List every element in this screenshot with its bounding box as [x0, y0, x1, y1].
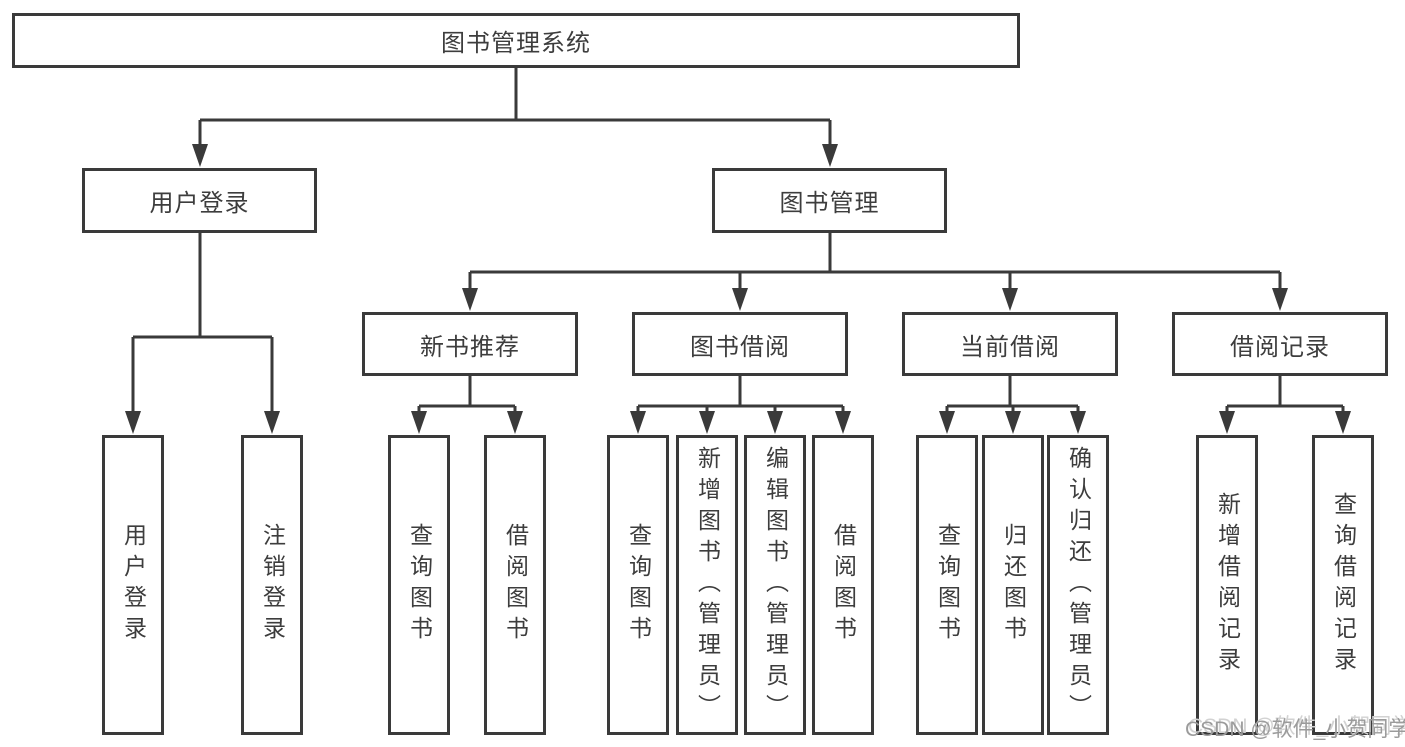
- node-label: 确认归还（管理员）: [1065, 445, 1092, 725]
- arrow-down-icon: [1070, 411, 1086, 434]
- leaf-add-borrow-record: 新增借阅记录: [1196, 435, 1258, 735]
- arrow-down-icon: [767, 411, 783, 434]
- node-user-login-branch: 用户登录: [82, 168, 317, 233]
- node-label: 查询图书: [625, 523, 652, 647]
- arrow-down-icon: [1335, 411, 1351, 434]
- connector-root: [198, 68, 832, 147]
- leaf-query-book-borrow: 查询图书: [607, 435, 669, 735]
- node-label: 查询图书: [406, 523, 433, 647]
- arrow-down-icon: [822, 144, 838, 167]
- node-label: 借阅图书: [502, 523, 529, 647]
- node-label: 归还图书: [1000, 523, 1027, 647]
- connector-book-borrow: [636, 376, 845, 414]
- leaf-query-borrow-record: 查询借阅记录: [1312, 435, 1374, 735]
- leaf-return-book: 归还图书: [982, 435, 1044, 735]
- node-label: 查询图书: [934, 523, 961, 647]
- leaf-borrow-book: 借阅图书: [812, 435, 874, 735]
- arrow-down-icon: [1005, 411, 1021, 434]
- arrow-down-icon: [264, 411, 280, 434]
- arrow-down-icon: [732, 288, 748, 311]
- arrow-down-icon: [1272, 288, 1288, 311]
- node-borrow-records: 借阅记录: [1172, 312, 1388, 376]
- connector-book-mgmt-branch: [468, 233, 1282, 291]
- connector-user-login-branch: [131, 233, 274, 414]
- node-book-borrow: 图书借阅: [632, 312, 848, 376]
- node-label: 图书借阅: [690, 333, 790, 361]
- connector-borrow-records: [1225, 376, 1345, 414]
- node-current-borrow: 当前借阅: [902, 312, 1118, 376]
- arrow-down-icon: [462, 288, 478, 311]
- arrow-down-icon: [192, 144, 208, 167]
- node-new-book-rec: 新书推荐: [362, 312, 578, 376]
- leaf-confirm-return-admin: 确认归还（管理员）: [1047, 435, 1109, 735]
- node-label: 图书管理: [779, 190, 880, 217]
- leaf-query-book-rec: 查询图书: [388, 435, 450, 735]
- leaf-edit-book-admin: 编辑图书（管理员）: [744, 435, 806, 735]
- node-label: 新书推荐: [420, 333, 520, 361]
- node-label: 借阅图书: [830, 523, 857, 647]
- node-label: 新增图书（管理员）: [694, 445, 721, 725]
- leaf-borrow-book-rec: 借阅图书: [484, 435, 546, 735]
- node-label: 借阅记录: [1230, 333, 1330, 361]
- node-label: 用户登录: [120, 523, 147, 647]
- leaf-user-login: 用户登录: [102, 435, 164, 735]
- arrow-down-icon: [1002, 288, 1018, 311]
- node-label: 当前借阅: [960, 333, 1060, 361]
- csdn-watermark: CSDN @软件_小贺同学: [1185, 718, 1405, 741]
- node-label: 查询借阅记录: [1330, 492, 1357, 678]
- leaf-query-book-current: 查询图书: [916, 435, 978, 735]
- node-label: 用户登录: [149, 190, 250, 217]
- node-label: 编辑图书（管理员）: [762, 445, 789, 725]
- arrow-down-icon: [507, 411, 523, 434]
- arrow-down-icon: [699, 411, 715, 434]
- node-book-mgmt-branch: 图书管理: [712, 168, 947, 233]
- leaf-add-book-admin: 新增图书（管理员）: [676, 435, 738, 735]
- leaf-logout: 注销登录: [241, 435, 303, 735]
- arrow-down-icon: [939, 411, 955, 434]
- arrow-down-icon: [630, 411, 646, 434]
- arrow-down-icon: [411, 411, 427, 434]
- node-label: 图书管理系统: [441, 30, 591, 57]
- node-label: 注销登录: [259, 523, 286, 647]
- arrow-down-icon: [835, 411, 851, 434]
- arrow-down-icon: [125, 411, 141, 434]
- node-label: 新增借阅记录: [1214, 492, 1241, 678]
- node-root-system: 图书管理系统: [12, 13, 1020, 68]
- arrow-down-icon: [1219, 411, 1235, 434]
- connector-new-book-rec: [417, 376, 517, 414]
- connector-current-borrow: [945, 376, 1080, 414]
